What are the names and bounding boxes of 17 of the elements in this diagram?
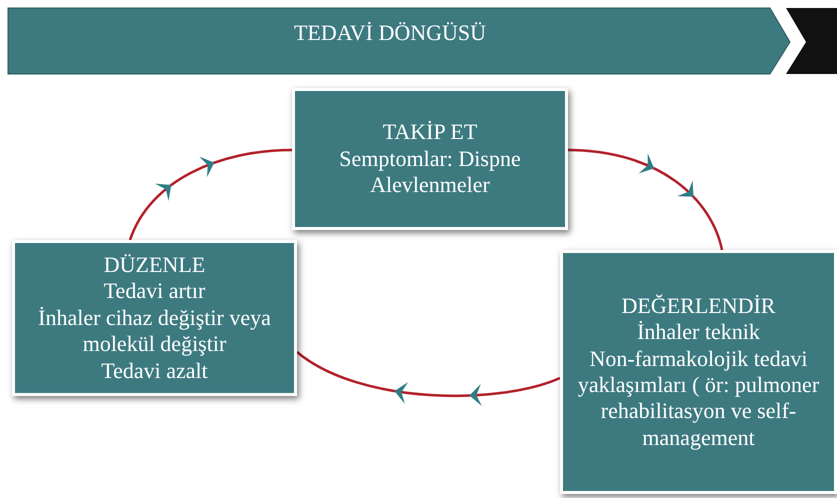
step-text: Non-farmakolojik tedavi yaklaşımları ( ör: pulmoner rehabilitasyon ve self-management bbox=[576, 346, 820, 452]
step-text: Tedavi artır bbox=[102, 278, 206, 305]
step-text: Tedavi azalt bbox=[100, 358, 209, 384]
step-box bbox=[292, 88, 568, 230]
cycle-arrow bbox=[296, 350, 560, 406]
step-text: Alevlenmeler bbox=[369, 172, 491, 199]
step-box bbox=[12, 240, 297, 396]
title: TEDAVİ DÖNGÜSÜ bbox=[292, 20, 488, 46]
step-box bbox=[560, 250, 837, 494]
cycle-arrow bbox=[566, 148, 724, 250]
step-text: Semptomlar: Dispne bbox=[338, 146, 522, 172]
cycle-arrow bbox=[128, 148, 292, 240]
step-text: İnhaler teknik bbox=[636, 319, 761, 346]
step-text: İnhaler cihaz değiştir veya molekül değiştir bbox=[37, 304, 272, 358]
step-heading: DEĞERLENDİR bbox=[620, 292, 776, 320]
step-heading: TAKİP ET bbox=[382, 119, 478, 146]
step-heading: DÜZENLE bbox=[102, 252, 206, 278]
